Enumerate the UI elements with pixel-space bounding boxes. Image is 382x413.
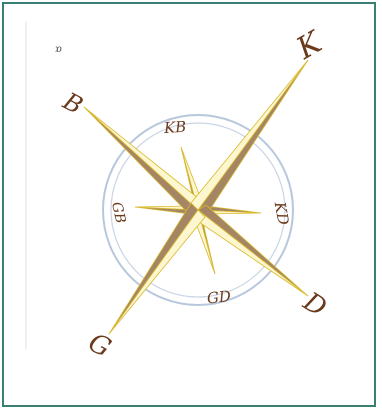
label-gb: GB (108, 201, 128, 225)
figure-frame: ɒ K B D (2, 2, 376, 407)
label-kb: KB (162, 118, 186, 138)
main-points (84, 60, 308, 334)
label-gd: GD (206, 287, 232, 307)
label-g: G (83, 328, 115, 364)
label-k: K (290, 24, 329, 67)
label-kd: KD (271, 199, 293, 226)
point-g-light (109, 210, 205, 334)
label-b: B (58, 86, 88, 119)
compass-rose-diagram: ɒ K B D (4, 4, 374, 405)
stray-mark: ɒ (55, 44, 62, 55)
